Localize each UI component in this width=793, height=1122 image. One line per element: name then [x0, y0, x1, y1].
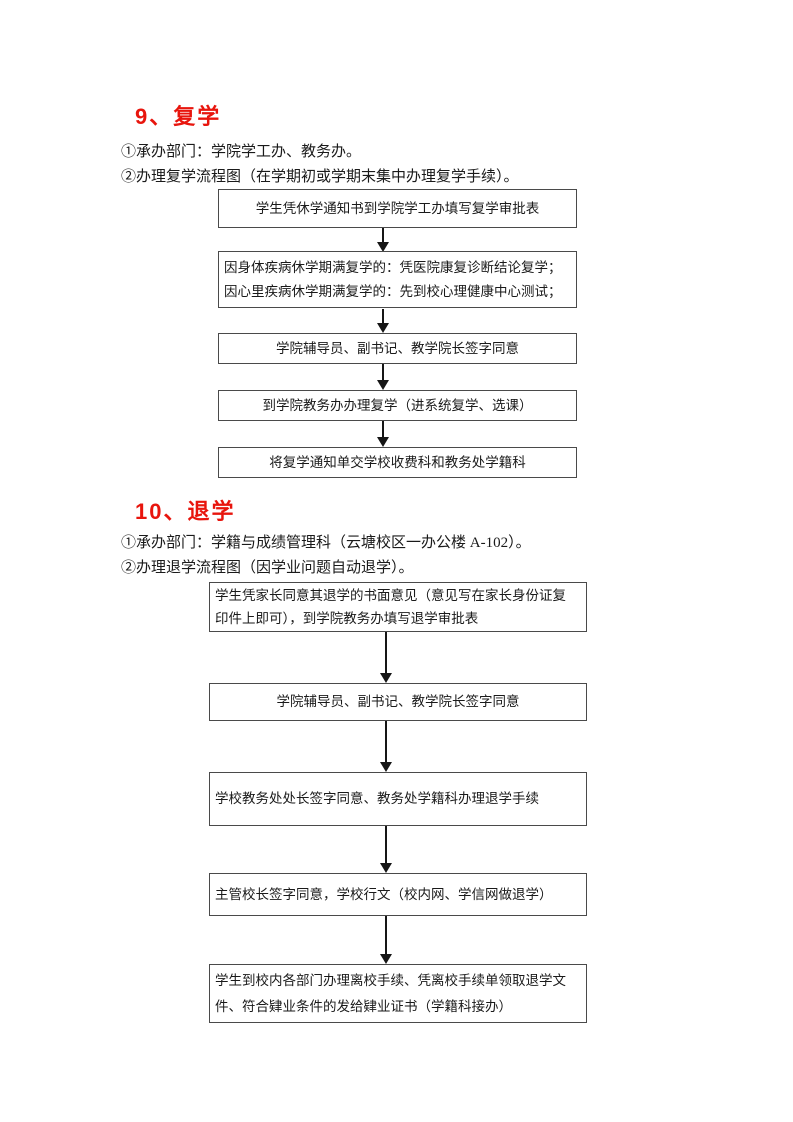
flow-step-box: 学院辅导员、副书记、教学院长签字同意	[209, 683, 587, 721]
flow-step-text: 将复学通知单交学校收费科和教务处学籍科	[269, 454, 526, 470]
section-9-note-flowchart: ②办理复学流程图（在学期初或学期末集中办理复学手续）。	[121, 169, 519, 185]
arrow-head	[379, 863, 392, 873]
flow-arrow-down-icon	[376, 309, 390, 333]
flow-step-text: 学院辅导员、副书记、教学院长签字同意	[276, 694, 520, 709]
section-9-title: 9、复学	[135, 104, 222, 129]
flow-arrow-down-icon	[376, 421, 390, 447]
flow-step-text: 件、符合肄业条件的发给肄业证书（学籍科接办）	[215, 998, 512, 1014]
arrow-head	[379, 954, 392, 964]
flow-arrow-down-icon	[379, 632, 393, 683]
arrow-head	[379, 673, 392, 683]
flow-step-box: 学院辅导员、副书记、教学院长签字同意	[218, 333, 577, 364]
flow-step-text: 主管校长签字同意，学校行文（校内网、学信网做退学）	[215, 886, 553, 902]
arrow-head	[376, 323, 389, 333]
flow-step-text: 学生凭家长同意其退学的书面意见（意见写在家长身份证复	[215, 588, 566, 603]
section-10-note-flowchart: ②办理退学流程图（因学业问题自动退学）。	[121, 560, 414, 576]
arrow-shaft	[385, 826, 387, 865]
arrow-shaft	[382, 421, 384, 439]
flow-step-box: 主管校长签字同意，学校行文（校内网、学信网做退学）	[209, 873, 587, 916]
flow-step-text: 学生凭休学通知书到学院学工办填写复学审批表	[255, 200, 540, 216]
arrow-head	[379, 762, 392, 772]
flow-step-box: 学生到校内各部门办理离校手续、凭离校手续单领取退学文 件、符合肄业条件的发给肄业…	[209, 964, 587, 1023]
flow-step-text: 因身体疾病休学期满复学的：凭医院康复诊断结论复学；	[224, 259, 562, 275]
flow-step-text: 学生到校内各部门办理离校手续、凭离校手续单领取退学文	[215, 972, 566, 988]
section-9-note-department: ①承办部门：学院学工办、教务办。	[121, 144, 362, 160]
flow-step-text: 因心里疾病休学期满复学的：先到校心理健康中心测试；	[224, 283, 562, 299]
section-10-title: 10、退学	[135, 499, 236, 524]
arrow-head	[376, 380, 389, 390]
flow-step-text: 到学院教务办办理复学（进系统复学、选课）	[262, 397, 533, 413]
flow-step-text: 学校教务处处长签字同意、教务处学籍科办理退学手续	[215, 791, 539, 806]
arrow-head	[376, 437, 389, 447]
flow-step-text: 学院辅导员、副书记、教学院长签字同意	[276, 340, 519, 356]
arrow-shaft	[385, 632, 387, 675]
arrow-shaft	[382, 228, 384, 244]
arrow-shaft	[385, 916, 387, 956]
flow-step-box: 将复学通知单交学校收费科和教务处学籍科	[218, 447, 577, 478]
flow-arrow-down-icon	[379, 721, 393, 772]
arrow-shaft	[382, 364, 384, 382]
flow-step-box: 学校教务处处长签字同意、教务处学籍科办理退学手续	[209, 772, 587, 826]
arrow-shaft	[382, 309, 384, 325]
flow-arrow-down-icon	[379, 916, 393, 964]
flow-step-box: 因身体疾病休学期满复学的：凭医院康复诊断结论复学； 因心里疾病休学期满复学的：先…	[218, 251, 577, 308]
flow-step-box: 到学院教务办办理复学（进系统复学、选课）	[218, 390, 577, 421]
flow-step-text: 印件上即可），到学院教务办填写退学审批表	[215, 611, 479, 626]
arrow-shaft	[385, 721, 387, 764]
flow-arrow-down-icon	[379, 826, 393, 873]
flow-step-box: 学生凭休学通知书到学院学工办填写复学审批表	[218, 189, 577, 228]
arrow-head	[376, 242, 389, 252]
section-10-note-department: ①承办部门：学籍与成绩管理科（云塘校区一办公楼 A-102）。	[121, 535, 531, 551]
flow-arrow-down-icon	[376, 364, 390, 390]
flow-arrow-down-icon	[376, 228, 390, 252]
flow-step-box: 学生凭家长同意其退学的书面意见（意见写在家长身份证复 印件上即可），到学院教务办…	[209, 582, 587, 632]
